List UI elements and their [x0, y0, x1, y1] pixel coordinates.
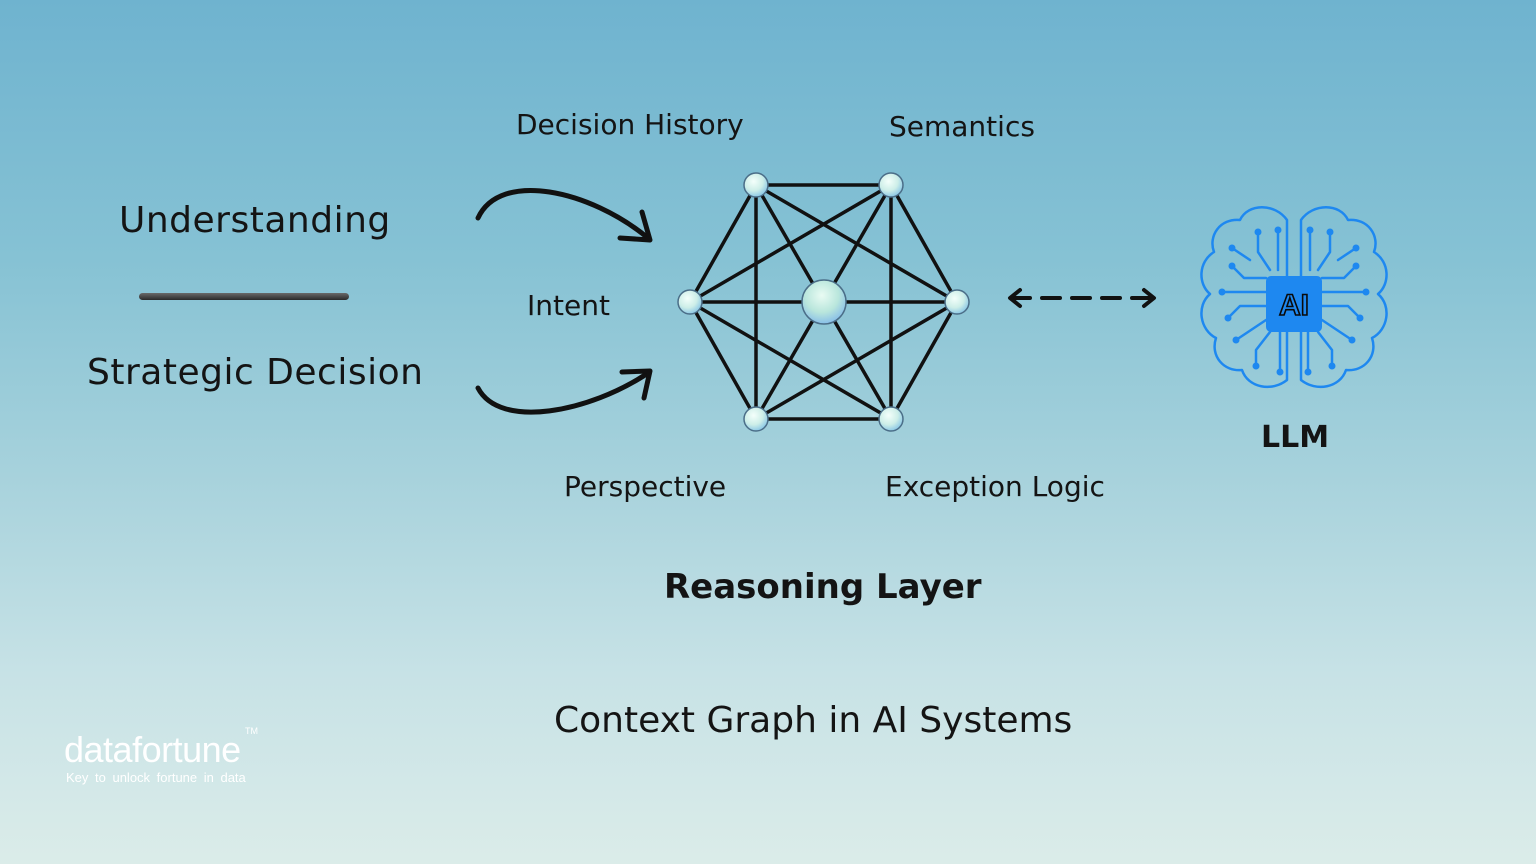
- graph-node-center: [801, 279, 847, 325]
- semantics-label: Semantics: [889, 110, 1035, 143]
- datafortune-logo: datafortune TM Key to unlock fortune in …: [64, 726, 258, 785]
- top-curved-arrow: [475, 187, 651, 241]
- ai-badge-text: AI: [1279, 289, 1309, 322]
- graph-node-bottom-right: [878, 406, 904, 432]
- graph-node-left: [677, 289, 703, 315]
- strategic-decision-label: Strategic Decision: [87, 352, 424, 393]
- logo-trademark: TM: [245, 726, 258, 736]
- llm-label: LLM: [1261, 420, 1330, 455]
- decision-history-label: Decision History: [516, 108, 744, 141]
- top-arrow-head: [617, 209, 653, 243]
- graph-node-top-right: [878, 172, 904, 198]
- diagram-caption: Context Graph in AI Systems: [554, 700, 1073, 741]
- understanding-label: Understanding: [119, 200, 391, 241]
- ai-badge: [1266, 276, 1322, 332]
- bottom-curved-arrow: [475, 370, 651, 415]
- fraction-divider: [139, 293, 349, 300]
- logo-tagline: Key to unlock fortune in data: [66, 770, 246, 785]
- logo-wordmark: datafortune: [64, 729, 241, 770]
- graph-node-top-left: [743, 172, 769, 198]
- perspective-label: Perspective: [564, 470, 727, 503]
- reasoning-layer-title: Reasoning Layer: [664, 567, 982, 607]
- graph-node-bottom-left: [743, 406, 769, 432]
- intent-label: Intent: [527, 289, 610, 322]
- exception-logic-label: Exception Logic: [885, 470, 1105, 503]
- bottom-arrow-head: [619, 368, 653, 401]
- graph-node-right: [944, 289, 970, 315]
